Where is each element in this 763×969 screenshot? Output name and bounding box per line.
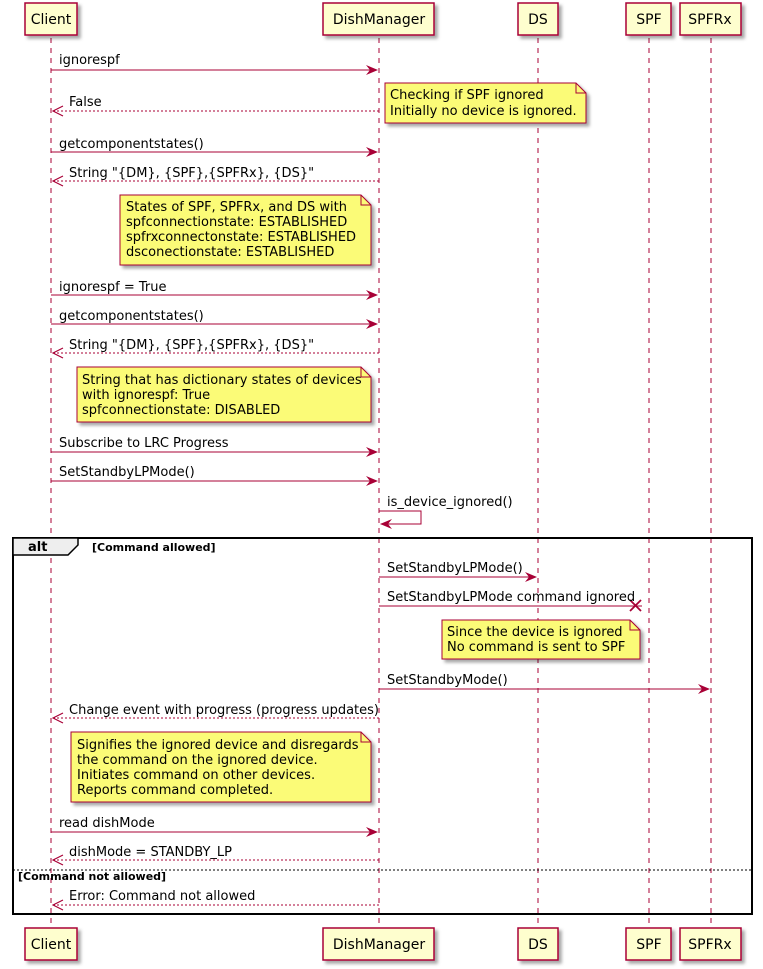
destroy-x-icon (629, 599, 642, 612)
participant-label: DishManager (333, 12, 425, 28)
message-4-return: String "{DM}, {SPF},{SPFRx}, {DS}" (53, 166, 379, 181)
message-14-return: Change event with progress (progress upd… (53, 703, 379, 718)
message-label: read dishMode (59, 816, 155, 831)
note-line: Checking if SPF ignored (390, 88, 544, 103)
message-11: SetStandbyLPMode() (379, 561, 537, 582)
note-line: dsconectionstate: ESTABLISHED (126, 245, 334, 260)
note-2: States of SPF, SPFRx, and DS with spfcon… (119, 194, 372, 266)
participant-label: SPF (636, 937, 661, 953)
participant-spf-bottom: SPF (625, 927, 672, 961)
participant-label: SPFRx (688, 937, 731, 953)
fragment-condition-allowed: [Command allowed] (92, 541, 216, 554)
note-line: Reports command completed. (77, 783, 273, 798)
note-line: spfconnectionstate: ESTABLISHED (126, 215, 347, 230)
note-1: Checking if SPF ignored Initially no dev… (384, 82, 587, 124)
participant-ds-bottom: DS (517, 927, 559, 961)
message-label: ignorespf = True (59, 280, 167, 295)
message-label: String "{DM}, {SPF},{SPFRx}, {DS}" (69, 166, 314, 181)
message-6: getcomponentstates() (51, 309, 378, 329)
participant-dishmanager-top: DishManager (322, 2, 435, 36)
message-label: String "{DM}, {SPF},{SPFRx}, {DS}" (69, 338, 314, 353)
participant-dishmanager-bottom: DishManager (322, 927, 435, 961)
participant-label: DishManager (333, 937, 425, 953)
message-1: ignorespf (51, 53, 378, 75)
message-17-return: Error: Command not allowed (53, 889, 379, 905)
participant-client-bottom: Client (24, 927, 78, 961)
message-16-return: dishMode = STANDBY_LP (53, 845, 379, 860)
note-line: Since the device is ignored (447, 625, 623, 640)
participant-label: Client (31, 937, 72, 953)
participant-label: SPF (636, 12, 661, 28)
message-label: ignorespf (59, 53, 120, 68)
message-15: read dishMode (51, 816, 378, 837)
participant-ds-top: DS (517, 2, 559, 36)
note-line: Initially no device is ignored. (390, 104, 577, 119)
fragment-condition-not-allowed: [Command not allowed] (18, 870, 166, 883)
message-label: False (69, 95, 102, 110)
message-12-lost: SetStandbyLPMode command ignored (379, 590, 642, 612)
participant-label: DS (528, 937, 548, 953)
note-line: Signifies the ignored device and disrega… (77, 738, 359, 753)
message-13: SetStandbyMode() (379, 673, 710, 694)
note-line: with ignorespf: True (82, 388, 210, 403)
message-9: SetStandbyLPMode() (51, 465, 378, 486)
message-7-return: String "{DM}, {SPF},{SPFRx}, {DS}" (53, 338, 379, 353)
participant-spfrx-bottom: SPFRx (679, 927, 742, 961)
note-line: spfrxconnectonstate: ESTABLISHED (126, 230, 356, 245)
message-3: getcomponentstates() (51, 137, 378, 157)
message-label: SetStandbyLPMode command ignored (387, 590, 635, 605)
note-line: the command on the ignored device. (77, 753, 318, 768)
note-5: Signifies the ignored device and disrega… (70, 731, 372, 803)
message-label: Error: Command not allowed (69, 889, 255, 904)
participant-label: DS (528, 12, 548, 28)
message-10-self: is_device_ignored() (379, 495, 513, 529)
participant-label: Client (31, 12, 72, 28)
message-label: getcomponentstates() (59, 309, 204, 324)
fragment-keyword: alt (28, 540, 47, 555)
participant-spfrx-top: SPFRx (679, 2, 742, 36)
note-line: spfconnectionstate: DISABLED (82, 403, 280, 418)
note-line: String that has dictionary states of dev… (82, 373, 362, 388)
message-label: dishMode = STANDBY_LP (69, 845, 232, 860)
message-5: ignorespf = True (51, 280, 378, 300)
message-label: Subscribe to LRC Progress (59, 436, 229, 451)
message-label: SetStandbyLPMode() (59, 465, 195, 480)
note-line: States of SPF, SPFRx, and DS with (126, 200, 347, 215)
alt-fragment: alt [Command allowed] [Command not allow… (12, 537, 753, 915)
note-line: No command is sent to SPF (447, 640, 625, 655)
participant-label: SPFRx (688, 12, 731, 28)
message-label: SetStandbyMode() (387, 673, 508, 688)
message-2-return: False (53, 95, 379, 111)
note-4: Since the device is ignored No command i… (441, 619, 641, 660)
note-line: Initiates command on other devices. (77, 768, 315, 783)
message-8: Subscribe to LRC Progress (51, 436, 378, 457)
participant-client-top: Client (24, 2, 78, 36)
message-label: Change event with progress (progress upd… (69, 703, 379, 718)
lifelines (50, 38, 712, 928)
message-label: getcomponentstates() (59, 137, 204, 152)
message-label: SetStandbyLPMode() (387, 561, 523, 576)
message-label: is_device_ignored() (387, 495, 513, 510)
participant-spf-top: SPF (625, 2, 672, 36)
note-3: String that has dictionary states of dev… (76, 366, 372, 423)
